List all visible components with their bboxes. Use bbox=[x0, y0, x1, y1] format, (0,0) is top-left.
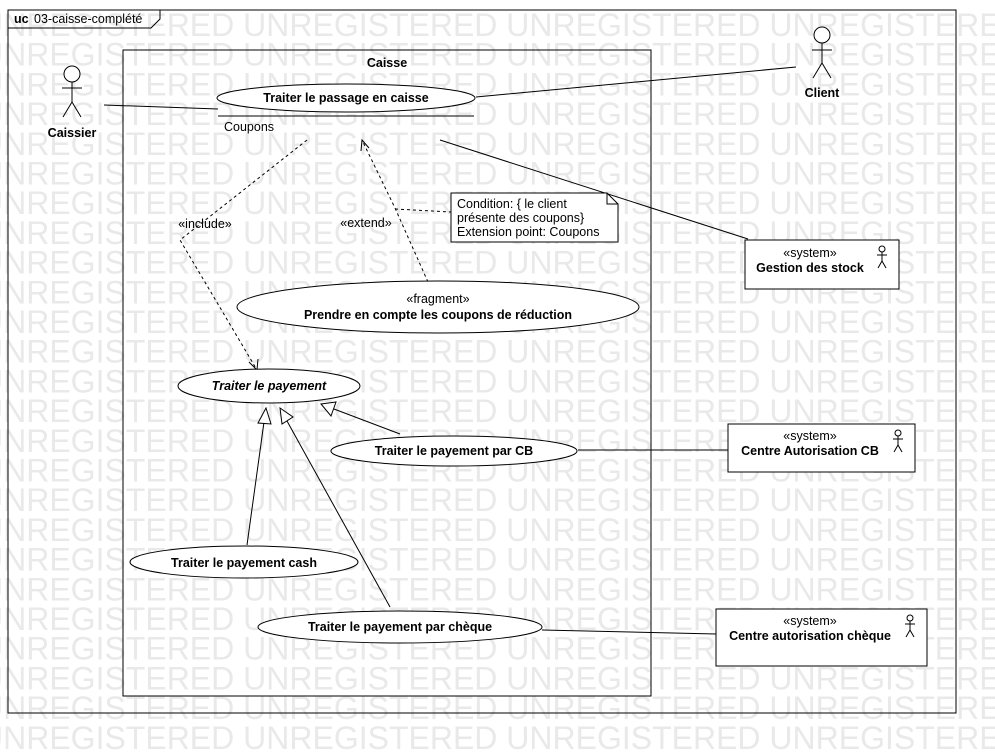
note-line-2: présente des coupons} bbox=[457, 211, 584, 225]
diagram-frame bbox=[7, 9, 957, 714]
system-stock-label: Gestion des stock bbox=[756, 261, 864, 275]
system-centre-autorisation-cb[interactable]: «system» Centre Autorisation CB bbox=[727, 423, 916, 473]
assoc-passage-stock bbox=[439, 139, 749, 240]
usecase-payement-cash-label: Traiter le payement cash bbox=[171, 556, 317, 570]
actor-head-icon bbox=[63, 65, 81, 83]
usecase-payement-cash[interactable]: Traiter le payement cash bbox=[129, 545, 359, 579]
watermark-row: UNREGISTERED UNREGISTERED UNREGISTERED U… bbox=[0, 393, 995, 429]
actor-client[interactable]: Client bbox=[805, 26, 841, 100]
watermark-row: UNREGISTERED UNREGISTERED UNREGISTERED U… bbox=[0, 126, 995, 162]
watermark-row: UNREGISTERED UNREGISTERED UNREGISTERED U… bbox=[0, 363, 995, 399]
system-cb-stereotype: «system» bbox=[783, 429, 837, 443]
usecase-payement-cb-label: Traiter le payement par CB bbox=[375, 444, 533, 458]
watermark-row: UNREGISTERED UNREGISTERED UNREGISTERED U… bbox=[0, 66, 995, 102]
watermark-row: UNREGISTERED UNREGISTERED UNREGISTERED U… bbox=[0, 156, 995, 192]
frame-title: 03-caisse-complété bbox=[34, 12, 142, 26]
actor-icon bbox=[905, 614, 915, 638]
generalization-cb bbox=[333, 408, 401, 435]
extend-arrowhead bbox=[360, 138, 370, 152]
assoc-cheque-system bbox=[541, 629, 717, 635]
generalization-cheque-triangle bbox=[279, 406, 294, 425]
note-line-3: Extension point: Coupons bbox=[457, 225, 599, 239]
condition-note[interactable]: Condition: { le client présente des coup… bbox=[450, 192, 619, 243]
usecase-fragment-label: Prendre en compte les coupons de réducti… bbox=[304, 308, 572, 322]
system-centre-autorisation-cheque[interactable]: «system» Centre autorisation chèque bbox=[715, 608, 928, 667]
actor-head-icon bbox=[813, 26, 831, 44]
actor-icon bbox=[893, 429, 903, 453]
frame-tab bbox=[7, 10, 161, 29]
generalization-cheque bbox=[286, 420, 391, 608]
include-label: «include» bbox=[178, 217, 232, 231]
generalization-cash bbox=[246, 421, 265, 546]
generalization-cb-triangle bbox=[320, 401, 337, 417]
usecase-payement[interactable]: Traiter le payement bbox=[177, 368, 361, 404]
watermark-row: UNREGISTERED UNREGISTERED UNREGISTERED U… bbox=[0, 96, 995, 132]
actor-caissier-label: Caissier bbox=[48, 126, 97, 140]
usecase-fragment-coupons[interactable]: «fragment» Prendre en compte les coupons… bbox=[236, 280, 640, 334]
watermark-row: UNREGISTERED UNREGISTERED UNREGISTERED U… bbox=[0, 512, 995, 548]
system-boundary bbox=[122, 49, 652, 697]
usecase-payement-cheque-label: Traiter le payement par chèque bbox=[308, 620, 492, 634]
frame-kind: uc bbox=[14, 12, 29, 26]
usecase-payement-label: Traiter le payement bbox=[212, 379, 327, 393]
system-boundary-title: Caisse bbox=[367, 56, 407, 70]
watermark-row: UNREGISTERED UNREGISTERED UNREGISTERED U… bbox=[0, 720, 995, 754]
system-stock-stereotype: «system» bbox=[783, 246, 837, 260]
watermark-row: UNREGISTERED UNREGISTERED UNREGISTERED U… bbox=[0, 37, 995, 73]
extend-label: «extend» bbox=[340, 216, 391, 230]
extension-point-label: Coupons bbox=[224, 120, 274, 134]
usecase-passage-en-caisse[interactable]: Traiter le passage en caisse Coupons bbox=[216, 83, 476, 134]
system-cheque-stereotype: «system» bbox=[783, 614, 837, 628]
watermark-row: UNREGISTERED UNREGISTERED UNREGISTERED U… bbox=[0, 334, 995, 370]
assoc-client-passage bbox=[475, 66, 797, 98]
note-line-1: Condition: { le client bbox=[457, 197, 567, 211]
fragment-stereotype: «fragment» bbox=[406, 292, 469, 306]
actor-caissier[interactable]: Caissier bbox=[48, 65, 97, 140]
usecase-passage-label: Traiter le passage en caisse bbox=[263, 91, 428, 105]
usecase-payement-cb[interactable]: Traiter le payement par CB bbox=[330, 435, 578, 467]
assoc-caissier-passage bbox=[103, 104, 219, 110]
system-gestion-stock[interactable]: «system» Gestion des stock bbox=[744, 239, 900, 290]
actor-icon bbox=[877, 245, 887, 269]
system-cb-label: Centre Autorisation CB bbox=[741, 444, 879, 458]
watermark: UNREGISTERED UNREGISTERED UNREGISTERED U… bbox=[0, 7, 995, 754]
system-cheque-label: Centre autorisation chèque bbox=[729, 629, 891, 643]
usecase-payement-cheque[interactable]: Traiter le payement par chèque bbox=[257, 610, 543, 644]
actor-client-label: Client bbox=[805, 86, 841, 100]
watermark-row: UNREGISTERED UNREGISTERED UNREGISTERED U… bbox=[0, 482, 995, 518]
watermark-row: UNREGISTERED UNREGISTERED UNREGISTERED U… bbox=[0, 571, 995, 607]
generalization-cash-triangle bbox=[257, 406, 272, 425]
